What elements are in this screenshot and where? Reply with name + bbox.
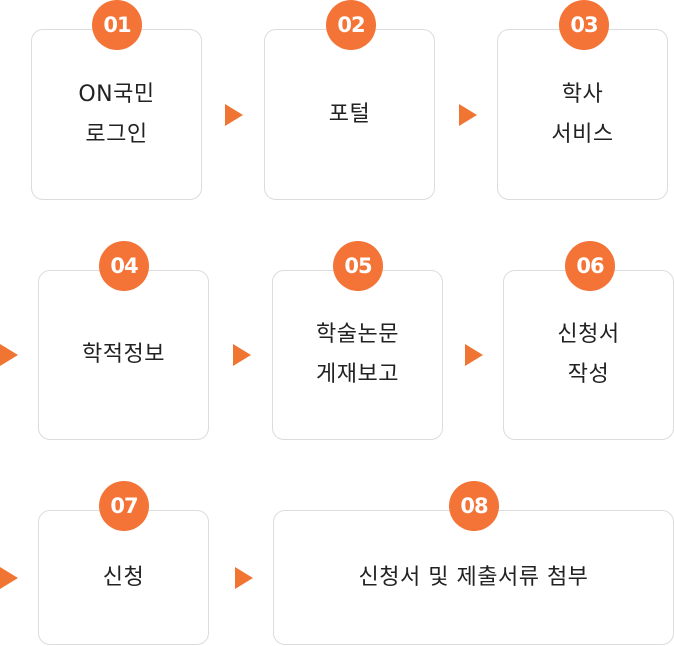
step-box-07: 신청 — [38, 510, 209, 645]
step-label: 학사 서비스 — [551, 81, 614, 147]
arrow-right-icon — [465, 344, 483, 366]
step-label: 신청 — [102, 564, 145, 590]
step-number-badge: 08 — [449, 481, 499, 531]
step-box-05: 학술논문 게재보고 — [272, 270, 443, 440]
arrow-right-icon — [459, 104, 477, 126]
arrow-right-icon — [225, 104, 243, 126]
arrow-right-icon — [235, 567, 253, 589]
step-number-badge: 01 — [92, 0, 142, 50]
step-label: 포털 — [328, 101, 371, 127]
arrow-right-icon — [0, 344, 18, 366]
arrow-right-icon — [0, 567, 18, 589]
step-number-badge: 03 — [559, 0, 609, 50]
step-box-04: 학적정보 — [38, 270, 209, 440]
step-label: 학술논문 게재보고 — [316, 322, 399, 387]
step-number-badge: 02 — [326, 0, 376, 50]
step-number-badge: 07 — [99, 481, 149, 531]
step-label: ON국민 로그인 — [78, 81, 155, 147]
step-box-01: ON국민 로그인 — [31, 29, 202, 200]
step-box-08: 신청서 및 제출서류 첨부 — [273, 510, 674, 645]
arrow-right-icon — [233, 344, 251, 366]
step-box-02: 포털 — [264, 29, 435, 200]
step-number-badge: 04 — [99, 241, 149, 291]
step-box-06: 신청서 작성 — [503, 270, 674, 440]
step-number-badge: 05 — [333, 241, 383, 291]
step-label: 신청서 및 제출서류 첨부 — [358, 564, 589, 590]
step-number-badge: 06 — [565, 241, 615, 291]
step-label: 신청서 작성 — [557, 322, 620, 387]
step-box-03: 학사 서비스 — [497, 29, 668, 200]
step-label: 학적정보 — [82, 342, 165, 367]
